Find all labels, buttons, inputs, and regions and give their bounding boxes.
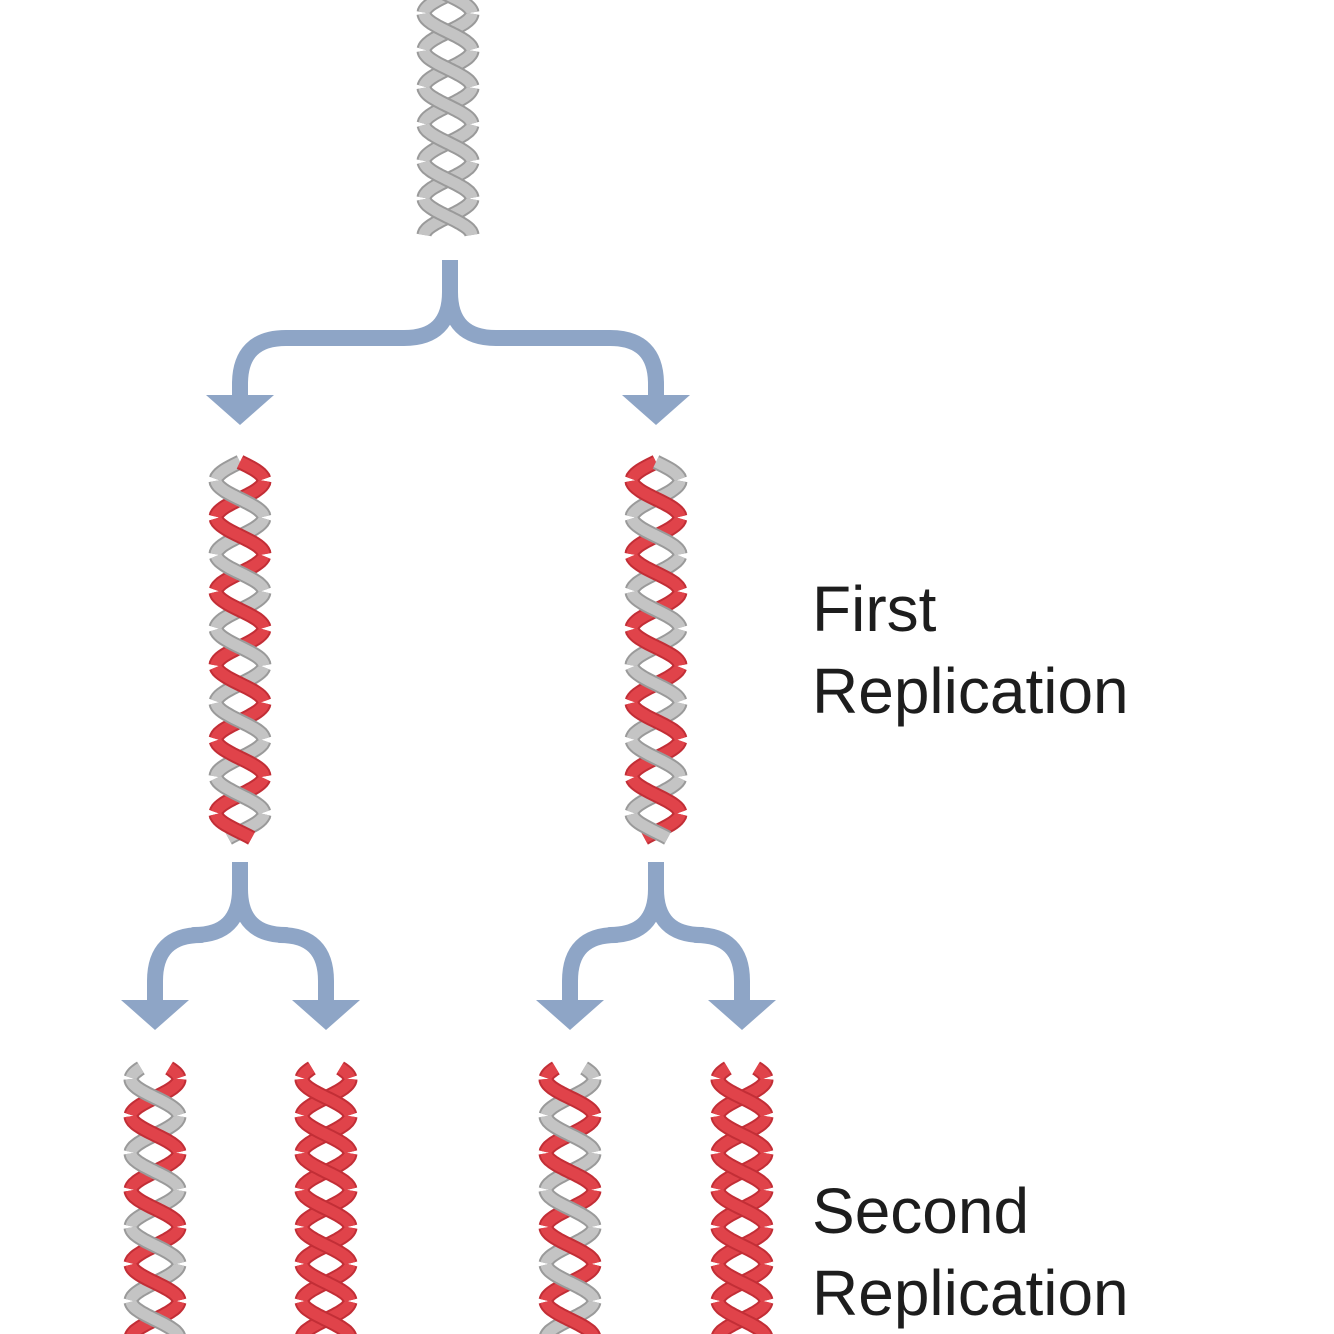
first-gen-helix-right-strand-b-back [627,457,659,481]
second-replication-arrow-right-branches [562,862,750,1000]
second-gen-helix-1-strand-a-front [125,1115,185,1154]
first-gen-helix-left-strand-a-front [237,457,269,481]
parent-dna-helix [416,0,480,237]
second-gen-helix-1-strand-a-front [166,1063,185,1080]
second-gen-helix-2-strand-a-front [296,1189,356,1228]
parent-dna-helix-strand-b-front [418,49,478,89]
parent-dna-helix-strand-a-front [418,86,478,126]
second-gen-helix-1-strand-b-front [125,1300,184,1334]
first-replication-label: First Replication [812,568,1129,732]
second-gen-helix-4-strand-a-front [753,1063,772,1080]
second-gen-helix-1-strand-a-front [125,1189,185,1228]
first-gen-helix-right-strand-b-front [627,775,686,815]
first-gen-helix-right-strand-b-front [626,627,686,667]
second-gen-helix-1 [123,1061,187,1334]
second-replication-arrow-right [536,862,776,1030]
second-gen-helix-2-strand-a-front [296,1263,356,1302]
second-gen-helix-3-strand-a-front [540,1263,600,1302]
second-replication-arrow-left-left-arrowhead [121,1000,189,1030]
second-gen-helix-2-strand-b-back [296,1063,315,1080]
first-gen-helix-right-strand-b-front [626,479,686,518]
first-replication-label-line1: First [812,573,937,645]
first-gen-helix-left-strand-a-front [211,665,270,704]
second-gen-helix-1-strand-b-front [125,1152,185,1191]
first-replication-arrow [206,260,690,425]
first-gen-helix-right-strand-a-front [653,457,685,481]
second-replication-arrow-left-branches [147,862,334,1000]
second-gen-helix-2-strand-b-front [296,1152,356,1191]
second-replication-arrow-left-right-arrowhead [292,1000,360,1030]
parent-dna-helix-strand-b-front [446,0,478,14]
first-gen-helix-left-strand-b-front [211,553,269,593]
first-gen-helix-right-strand-a-front [626,812,671,843]
first-gen-helix-right-strand-a-front [627,665,686,704]
second-gen-helix-1-strand-a-front [125,1263,185,1302]
first-replication-arrow-left-arrowhead [206,395,274,425]
second-gen-helix-4-strand-a-front [712,1115,772,1154]
first-gen-helix-left-strand-b-front [210,627,270,667]
second-gen-helix-3-strand-a-front [540,1189,600,1228]
parent-dna-helix-strand-b-front [418,123,478,162]
second-replication-arrow-right-right-arrowhead [708,1000,776,1030]
first-gen-helix-left-strand-b-front [210,479,270,518]
second-gen-helix-4-strand-b-front [712,1300,771,1334]
second-gen-helix-2-strand-b-front [296,1300,355,1334]
second-gen-helix-4 [710,1061,774,1334]
second-gen-helix-4-strand-a-front [712,1263,772,1302]
first-replication-arrow-branches [232,260,664,395]
first-gen-helix-right [624,455,688,845]
first-gen-helix-left-strand-a-front [210,590,270,630]
second-gen-helix-3-strand-b-front [540,1078,600,1117]
first-gen-helix-left-strand-b-front [210,701,270,741]
second-gen-helix-2-strand-a-front [337,1063,356,1080]
second-gen-helix-3-strand-b-front [540,1152,600,1191]
second-replication-arrow-right-left-arrowhead [536,1000,604,1030]
second-gen-helix-1-strand-b-front [125,1226,185,1265]
second-gen-helix-1-strand-b-front [125,1078,185,1117]
second-gen-helix-2-strand-a-front [296,1115,356,1154]
parent-dna-helix-strand-a-back [418,0,450,14]
second-gen-helix-4-strand-a-front [712,1189,772,1228]
first-gen-helix-left-strand-a-front [210,738,270,778]
first-gen-helix-left-strand-a-front [210,812,255,843]
arrows-layer [121,260,776,1030]
first-gen-helix-right-strand-a-front [626,590,686,630]
second-gen-helix-4-strand-b-front [712,1226,772,1265]
second-gen-helix-2 [294,1061,358,1334]
second-replication-label-line1: Second [812,1175,1030,1247]
parent-dna-helix-strand-b-front [418,198,478,236]
first-replication-arrow-right-arrowhead [622,395,690,425]
second-gen-helix-2-strand-b-front [296,1226,356,1265]
first-gen-helix-left-strand-b-back [211,457,243,481]
second-gen-helix-2-strand-b-front [296,1078,356,1117]
first-gen-helix-right-strand-a-front [626,738,686,778]
second-replication-label-line2: Replication [812,1257,1129,1329]
first-gen-helix-right-strand-b-front [626,701,686,741]
second-gen-helix-3-strand-b-back [540,1063,559,1080]
second-gen-helix-1-strand-b-back [125,1063,144,1080]
second-gen-helix-3-strand-b-front [540,1300,599,1334]
second-gen-helix-4-strand-b-front [712,1152,772,1191]
first-replication-label-line2: Replication [812,655,1129,727]
first-gen-helix-left [208,455,272,845]
helices-layer [123,0,774,1334]
second-replication-label: Second Replication [812,1170,1129,1334]
parent-dna-helix-strand-a-front [418,160,478,199]
first-gen-helix-left-strand-a-front [210,516,270,556]
second-gen-helix-3 [538,1061,602,1334]
second-gen-helix-3-strand-a-front [581,1063,600,1080]
second-gen-helix-4-strand-b-front [712,1078,772,1117]
second-gen-helix-3-strand-a-front [540,1115,600,1154]
second-gen-helix-3-strand-b-front [540,1226,600,1265]
first-gen-helix-right-strand-b-front [627,553,685,593]
first-gen-helix-left-strand-b-front [211,775,270,815]
first-gen-helix-right-strand-a-front [626,516,686,556]
parent-dna-helix-strand-a-front [418,12,478,51]
second-replication-arrow-left [121,862,360,1030]
second-gen-helix-4-strand-b-back [712,1063,731,1080]
